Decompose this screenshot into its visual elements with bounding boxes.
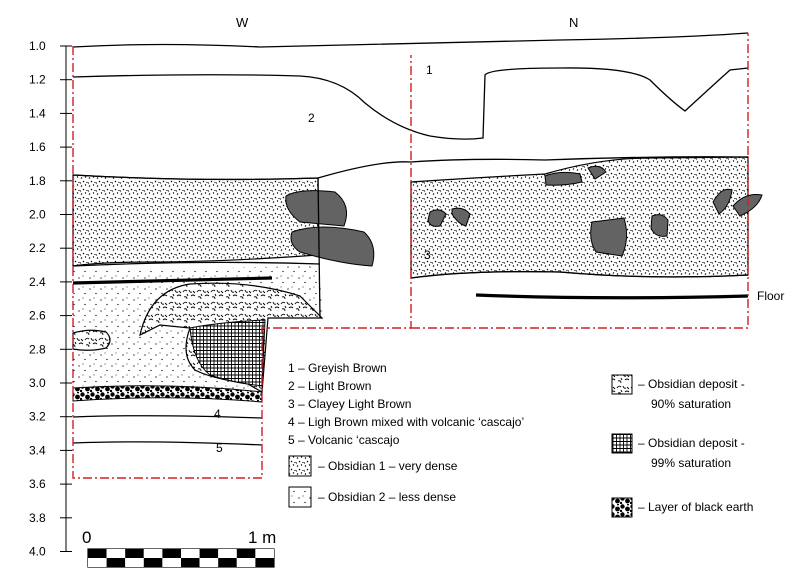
legend-obsidian-1: – Obsidian 1 – very dense — [318, 459, 458, 473]
scale-bar-segment — [181, 549, 200, 558]
depth-axis: 1.0 1.2 1.4 1.6 1.8 2.0 2.2 2.4 2.6 2.8 3.0 3.2 3.4 3… — [29, 39, 72, 559]
scale-bar-segment — [88, 549, 107, 558]
depth-label: 1.4 — [29, 106, 46, 120]
scale-bar-segment — [236, 558, 256, 567]
legend-item-4: 4 – Ligh Brown mixed with volcanic ‘casc… — [288, 415, 524, 429]
legend-swatch-obsidian-2 — [288, 486, 312, 508]
stones — [285, 165, 763, 267]
scale-bar-segment — [181, 558, 200, 567]
depth-label: 4.0 — [29, 545, 46, 559]
depth-label: 1.0 — [29, 39, 46, 53]
legend-deposit-99-line1: – Obsidian deposit - — [638, 436, 745, 450]
floor-label: Floor — [757, 289, 784, 303]
scale-bar-segment — [255, 558, 274, 567]
legend-swatch-deposit-90 — [611, 374, 633, 395]
depth-label: 3.8 — [29, 511, 46, 525]
layer-label-1: 1 — [426, 63, 433, 77]
legend-deposit-90-line1: – Obsidian deposit - — [638, 377, 745, 391]
scale-bar-segment — [143, 558, 163, 567]
scale-bar-segment — [143, 549, 163, 558]
legend-deposit-90-line2: 90% saturation — [651, 397, 731, 411]
floor-line-north — [475, 293, 749, 300]
depth-label: 2.8 — [29, 342, 46, 356]
scale-bar-end-label: 1 m — [248, 528, 276, 547]
legend-swatch-deposit-99 — [611, 433, 633, 454]
scale-bar-start-label: 0 — [82, 528, 91, 547]
obsidian-deposit-99-layer — [189, 319, 266, 387]
layer-boundaries — [72, 32, 749, 446]
depth-label: 1.6 — [29, 140, 46, 154]
obsidian-1-layer-west — [72, 174, 319, 267]
legend-swatch-obsidian-1 — [288, 455, 312, 477]
section-outline — [72, 33, 749, 479]
layer-label-2: 2 — [308, 111, 315, 125]
scale-bar-segment — [236, 549, 256, 558]
depth-label: 2.4 — [29, 275, 46, 289]
layer-label-3: 3 — [424, 248, 431, 262]
scale-bar-segment — [125, 558, 144, 567]
scale-bar-segment — [106, 549, 126, 558]
depth-label: 1.2 — [29, 73, 46, 87]
depth-label: 2.6 — [29, 309, 46, 323]
depth-label: 2.0 — [29, 208, 46, 222]
legend-patterns: – Obsidian 1 – very dense – Obsidian 2 –… — [288, 374, 753, 518]
legend-obsidian-2: – Obsidian 2 – less dense — [318, 490, 456, 504]
scale-bar-segment — [199, 549, 219, 558]
legend-item-2: 2 – Light Brown — [288, 379, 371, 393]
legend-swatch-black-earth — [611, 497, 633, 518]
layer-label-4: 4 — [214, 407, 221, 421]
legend-deposit-99-line2: 99% saturation — [651, 456, 731, 470]
legend-item-5: 5 – Volcanic ‘cascajo — [288, 433, 400, 447]
legend-numbered: 1 – Greyish Brown 2 – Light Brown 3 – Cl… — [288, 361, 524, 447]
scale-bar-segment — [162, 558, 181, 567]
depth-label: 3.0 — [29, 376, 46, 390]
depth-label: 3.2 — [29, 410, 46, 424]
depth-label: 3.6 — [29, 477, 46, 491]
layer-label-5: 5 — [216, 441, 223, 455]
scale-bar-segment — [218, 549, 237, 558]
direction-label-west: W — [236, 15, 249, 30]
scale-bar-segment — [162, 549, 181, 558]
scale-bar-segment — [125, 549, 144, 558]
scale-bar-segment — [255, 549, 274, 558]
depth-label: 2.2 — [29, 241, 46, 255]
depth-label: 3.4 — [29, 443, 46, 457]
scale-bar-segment — [199, 558, 219, 567]
scale-bar-segment — [106, 558, 126, 567]
legend-black-earth: – Layer of black earth — [638, 500, 753, 514]
depth-label: 1.8 — [29, 174, 46, 188]
dark-band-west — [72, 276, 273, 285]
obsidian-90-lens — [72, 329, 111, 351]
direction-label-north: N — [569, 15, 578, 30]
legend-item-1: 1 – Greyish Brown — [288, 361, 387, 375]
scale-bar-segment — [88, 558, 107, 567]
legend-item-3: 3 – Clayey Light Brown — [288, 397, 411, 411]
scale-bar: 0 1 m — [82, 528, 276, 568]
scale-bar-segment — [218, 558, 237, 567]
